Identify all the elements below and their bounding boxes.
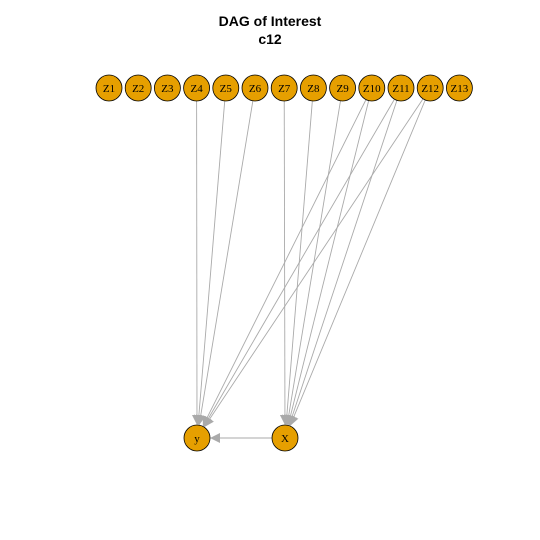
node-label: Z9 — [336, 83, 349, 95]
edge-z11-to-x — [287, 100, 398, 426]
node-circle — [153, 74, 181, 102]
node-z8: Z8 — [299, 74, 327, 102]
node-z6: Z6 — [241, 74, 269, 102]
node-label: Z10 — [363, 83, 381, 95]
node-label: Z7 — [278, 83, 291, 95]
node-z13: Z13 — [445, 74, 473, 102]
node-label: Z5 — [220, 83, 233, 95]
node-circle — [183, 74, 211, 102]
edge-z8-to-x — [281, 100, 313, 426]
node-z3: Z3 — [153, 74, 181, 102]
node-z12: Z12 — [416, 74, 444, 102]
edge-z5-to-y — [193, 100, 226, 426]
node-label: Z11 — [392, 83, 409, 95]
node-circle — [270, 74, 298, 102]
node-circle — [299, 74, 327, 102]
node-circle — [183, 424, 211, 452]
node-z10: Z10 — [358, 74, 386, 102]
node-circle — [445, 74, 473, 102]
node-label: y — [194, 433, 200, 445]
subtitle-line: c12 — [258, 31, 282, 47]
node-z5: Z5 — [212, 74, 240, 102]
node-x: X — [271, 424, 299, 452]
edge-z12-to-x — [289, 99, 426, 426]
edge-z6-to-y — [195, 100, 254, 426]
title-line: DAG of Interest — [218, 13, 322, 29]
node-z1: Z1 — [95, 74, 123, 102]
node-label: Z12 — [421, 83, 439, 95]
node-label: Z8 — [307, 83, 320, 95]
node-circle — [416, 74, 444, 102]
node-label: Z13 — [451, 83, 469, 95]
node-label: Z3 — [161, 83, 174, 95]
edge-z7-to-x — [279, 100, 290, 426]
node-z2: Z2 — [124, 74, 152, 102]
node-circle — [387, 74, 415, 102]
node-circle — [358, 74, 386, 102]
edge-z9-to-x — [283, 100, 341, 426]
node-circle — [212, 74, 240, 102]
node-label: X — [281, 433, 289, 445]
node-z11: Z11 — [387, 74, 415, 102]
node-label: Z4 — [190, 83, 203, 95]
diagram-title: DAG of Interest c12 — [0, 12, 540, 48]
node-circle — [329, 74, 357, 102]
node-circle — [271, 424, 299, 452]
node-circle — [95, 74, 123, 102]
node-z4: Z4 — [183, 74, 211, 102]
node-layer: Z1 Z2 Z3 Z4 Z5 Z6 Z7 Z8 Z9 Z10 Z11 Z12 Z13 y X — [95, 74, 473, 452]
node-circle — [124, 74, 152, 102]
edge-z10-to-x — [285, 100, 370, 426]
node-y: y — [183, 424, 211, 452]
node-label: Z2 — [132, 83, 144, 95]
node-label: Z1 — [103, 83, 115, 95]
node-label: Z6 — [249, 83, 262, 95]
node-z7: Z7 — [270, 74, 298, 102]
node-circle — [241, 74, 269, 102]
node-z9: Z9 — [329, 74, 357, 102]
edge-layer — [191, 98, 426, 443]
